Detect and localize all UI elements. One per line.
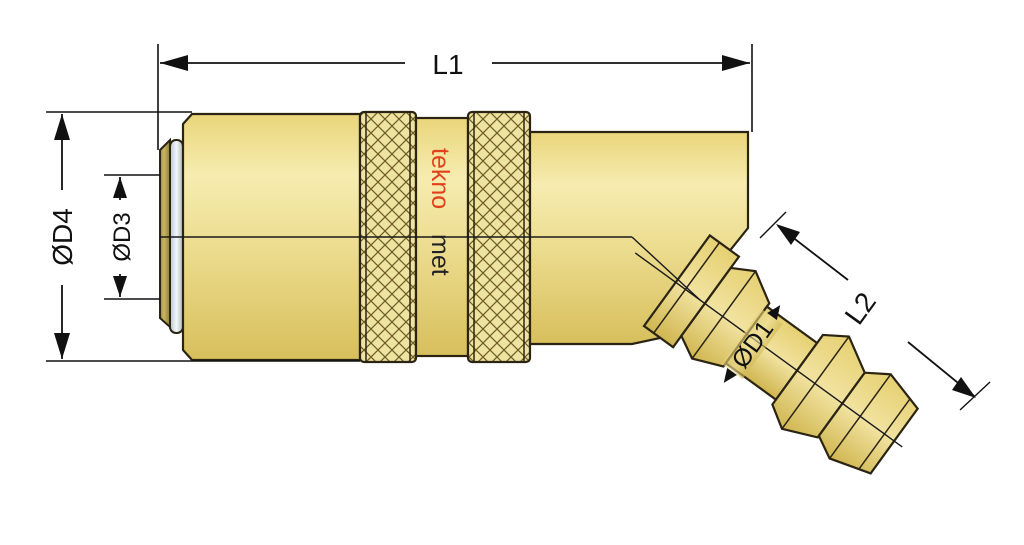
dimension-L1 <box>157 44 753 150</box>
hose-barb <box>634 233 920 475</box>
dimension-D4 <box>46 111 360 362</box>
label-D4: ØD4 <box>47 208 78 266</box>
brand-logo: tekno met <box>426 148 454 276</box>
label-L2: L2 <box>839 287 882 330</box>
brand-logo-part1: tekno <box>426 148 454 209</box>
dimension-L2 <box>759 211 991 411</box>
brand-logo-part2: met <box>426 234 454 276</box>
label-D3: ØD3 <box>109 212 136 261</box>
label-L1: L1 <box>432 49 463 80</box>
